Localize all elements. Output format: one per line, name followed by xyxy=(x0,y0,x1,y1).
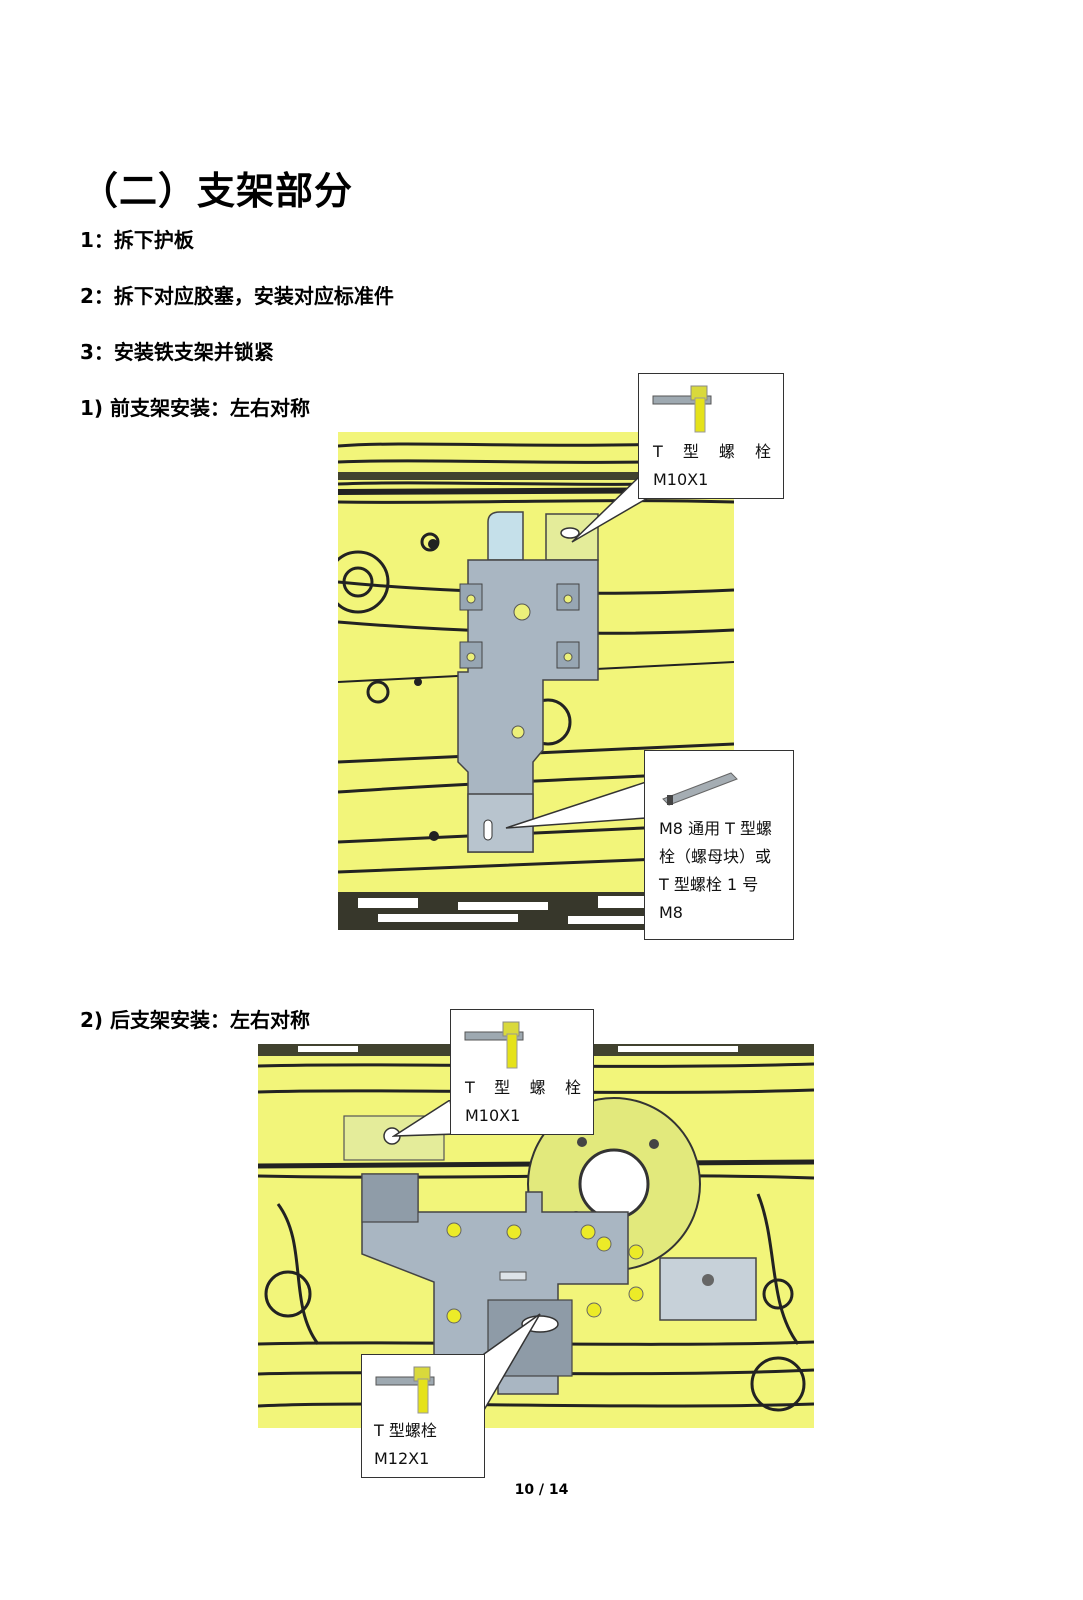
callout-text: 螺 xyxy=(529,1078,546,1097)
t-bolt-icon xyxy=(464,1021,524,1069)
page-number: 10 / 14 xyxy=(514,1482,569,1498)
callout-pointer xyxy=(505,780,647,829)
callout-text: T xyxy=(465,1078,475,1097)
callout-spec: M8 xyxy=(659,903,683,922)
callout-text: 栓 xyxy=(564,1078,581,1097)
callout-t-bolt-m10-front: T 型 螺 栓 M10X1 xyxy=(638,373,784,499)
callout-text: 螺 xyxy=(718,442,735,461)
callout-spec: M10X1 xyxy=(653,470,709,489)
section-title: （二）支架部分 xyxy=(80,169,354,213)
callout-nut-block-m8: M8 通用 T 型螺 栓（螺母块）或 T 型螺栓 1 号 M8 xyxy=(644,750,794,940)
sub-step-rear-bracket: 2) 后支架安装：左右对称 xyxy=(80,1008,311,1032)
callout-t-bolt-m10-rear: T 型 螺 栓 M10X1 xyxy=(450,1009,594,1135)
callout-text: 栓 xyxy=(754,442,771,461)
callout-spec: M12X1 xyxy=(374,1449,430,1468)
step-1: 1：拆下护板 xyxy=(80,228,194,252)
callout-text: 栓（螺母块）或 xyxy=(659,847,772,866)
callout-text: 型 xyxy=(494,1078,511,1097)
step-2: 2：拆下对应胶塞，安装对应标准件 xyxy=(80,284,394,308)
t-bolt-icon xyxy=(652,385,712,433)
callout-spec: M10X1 xyxy=(465,1106,521,1125)
nut-block-icon xyxy=(662,772,738,806)
callout-text: T xyxy=(653,442,663,461)
t-bolt-icon xyxy=(375,1366,435,1414)
callout-text: T 型螺栓 1 号 xyxy=(659,875,759,894)
callout-text: 型 xyxy=(682,442,699,461)
callout-text: M8 通用 T 型螺 xyxy=(659,819,773,838)
callout-t-bolt-m12: T 型螺栓 M12X1 xyxy=(361,1354,485,1478)
sub-step-front-bracket: 1) 前支架安装：左右对称 xyxy=(80,396,311,420)
step-3: 3：安装铁支架并锁紧 xyxy=(80,340,274,364)
callout-text: T 型螺栓 xyxy=(374,1421,437,1440)
